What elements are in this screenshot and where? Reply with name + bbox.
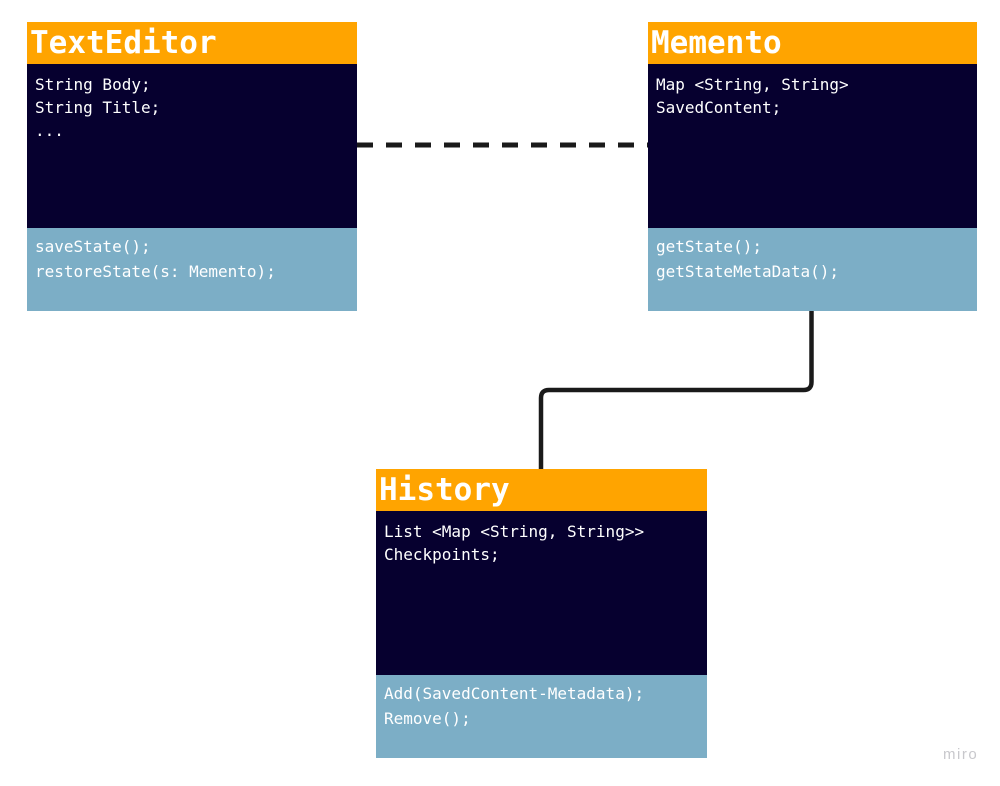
connector-memento-history[interactable] (538, 311, 814, 469)
class-memento[interactable]: Memento Map <String, String> SavedConten… (648, 22, 977, 311)
class-history-methods: Add(SavedContent-Metadata); Remove(); (376, 675, 707, 758)
field-line: String Title; (35, 98, 161, 117)
class-memento-fields: Map <String, String> SavedContent; (648, 64, 977, 228)
class-texteditor-title-bar: TextEditor (27, 22, 357, 64)
method-line: Remove(); (384, 709, 471, 728)
miro-watermark: miro (943, 746, 979, 763)
class-texteditor[interactable]: TextEditor String Body; String Title; ..… (27, 22, 357, 311)
method-line: restoreState(s: Memento); (35, 262, 276, 281)
class-texteditor-methods: saveState(); restoreState(s: Memento); (27, 228, 357, 311)
class-history-title-bar: History (376, 469, 707, 511)
field-line: List <Map <String, String>> (384, 522, 645, 541)
class-memento-title: Memento (651, 25, 782, 61)
class-history[interactable]: History List <Map <String, String>> Chec… (376, 469, 707, 758)
field-line: String Body; (35, 75, 151, 94)
field-line: ... (35, 121, 64, 140)
field-line: Checkpoints; (384, 545, 500, 564)
field-line: Map <String, String> (656, 75, 849, 94)
field-line: SavedContent; (656, 98, 782, 117)
class-texteditor-fields: String Body; String Title; ... (27, 64, 357, 228)
class-history-fields: List <Map <String, String>> Checkpoints; (376, 511, 707, 675)
class-memento-title-bar: Memento (648, 22, 977, 64)
method-line: getStateMetaData(); (656, 262, 840, 281)
method-line: Add(SavedContent-Metadata); (384, 684, 645, 703)
class-memento-methods: getState(); getStateMetaData(); (648, 228, 977, 311)
class-history-title: History (379, 472, 510, 508)
method-line: getState(); (656, 237, 762, 256)
class-texteditor-title: TextEditor (30, 25, 217, 61)
method-line: saveState(); (35, 237, 151, 256)
